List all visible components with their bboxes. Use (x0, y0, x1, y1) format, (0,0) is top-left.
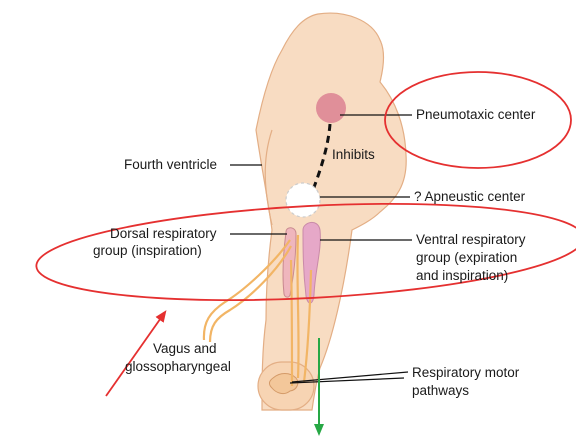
fourth-ventricle-notch (264, 129, 273, 226)
ventral-group-label-line2: group (expiration (416, 250, 518, 265)
pneumotaxic-highlight-ellipse (384, 71, 572, 169)
pneumotaxic-center-circle (316, 93, 346, 123)
pneumotaxic-center-label: Pneumotaxic center (416, 107, 536, 122)
inhibits-label: Inhibits (332, 147, 375, 162)
nerve-fibers (202, 234, 313, 387)
ventral-group-shape (302, 222, 321, 304)
ventral-group-label-line3: and inspiration) (416, 268, 509, 283)
respiratory-groups-highlight-ellipse (35, 202, 576, 302)
vagus-label-line2: glossopharyngeal (125, 359, 231, 374)
leader-lines (230, 114, 412, 384)
dorsal-group-label-line2: group (inspiration) (93, 243, 202, 258)
spinal-gray-matter (269, 373, 299, 395)
red-pointer-arrow (105, 310, 167, 397)
brainstem-shape (255, 12, 407, 411)
apneustic-center-label: ? Apneustic center (414, 189, 526, 204)
motor-pathways-label-line1: Respiratory motor (412, 365, 520, 380)
fourth-ventricle-label: Fourth ventricle (124, 157, 218, 172)
motor-pathways-label-line2: pathways (412, 383, 470, 398)
vagus-label-line1: Vagus and (153, 341, 217, 356)
ventral-group-label-line1: Ventral respiratory (416, 232, 526, 247)
apneustic-center-circle (285, 182, 321, 218)
dorsal-group-label-line1: Dorsal respiratory (110, 226, 217, 241)
